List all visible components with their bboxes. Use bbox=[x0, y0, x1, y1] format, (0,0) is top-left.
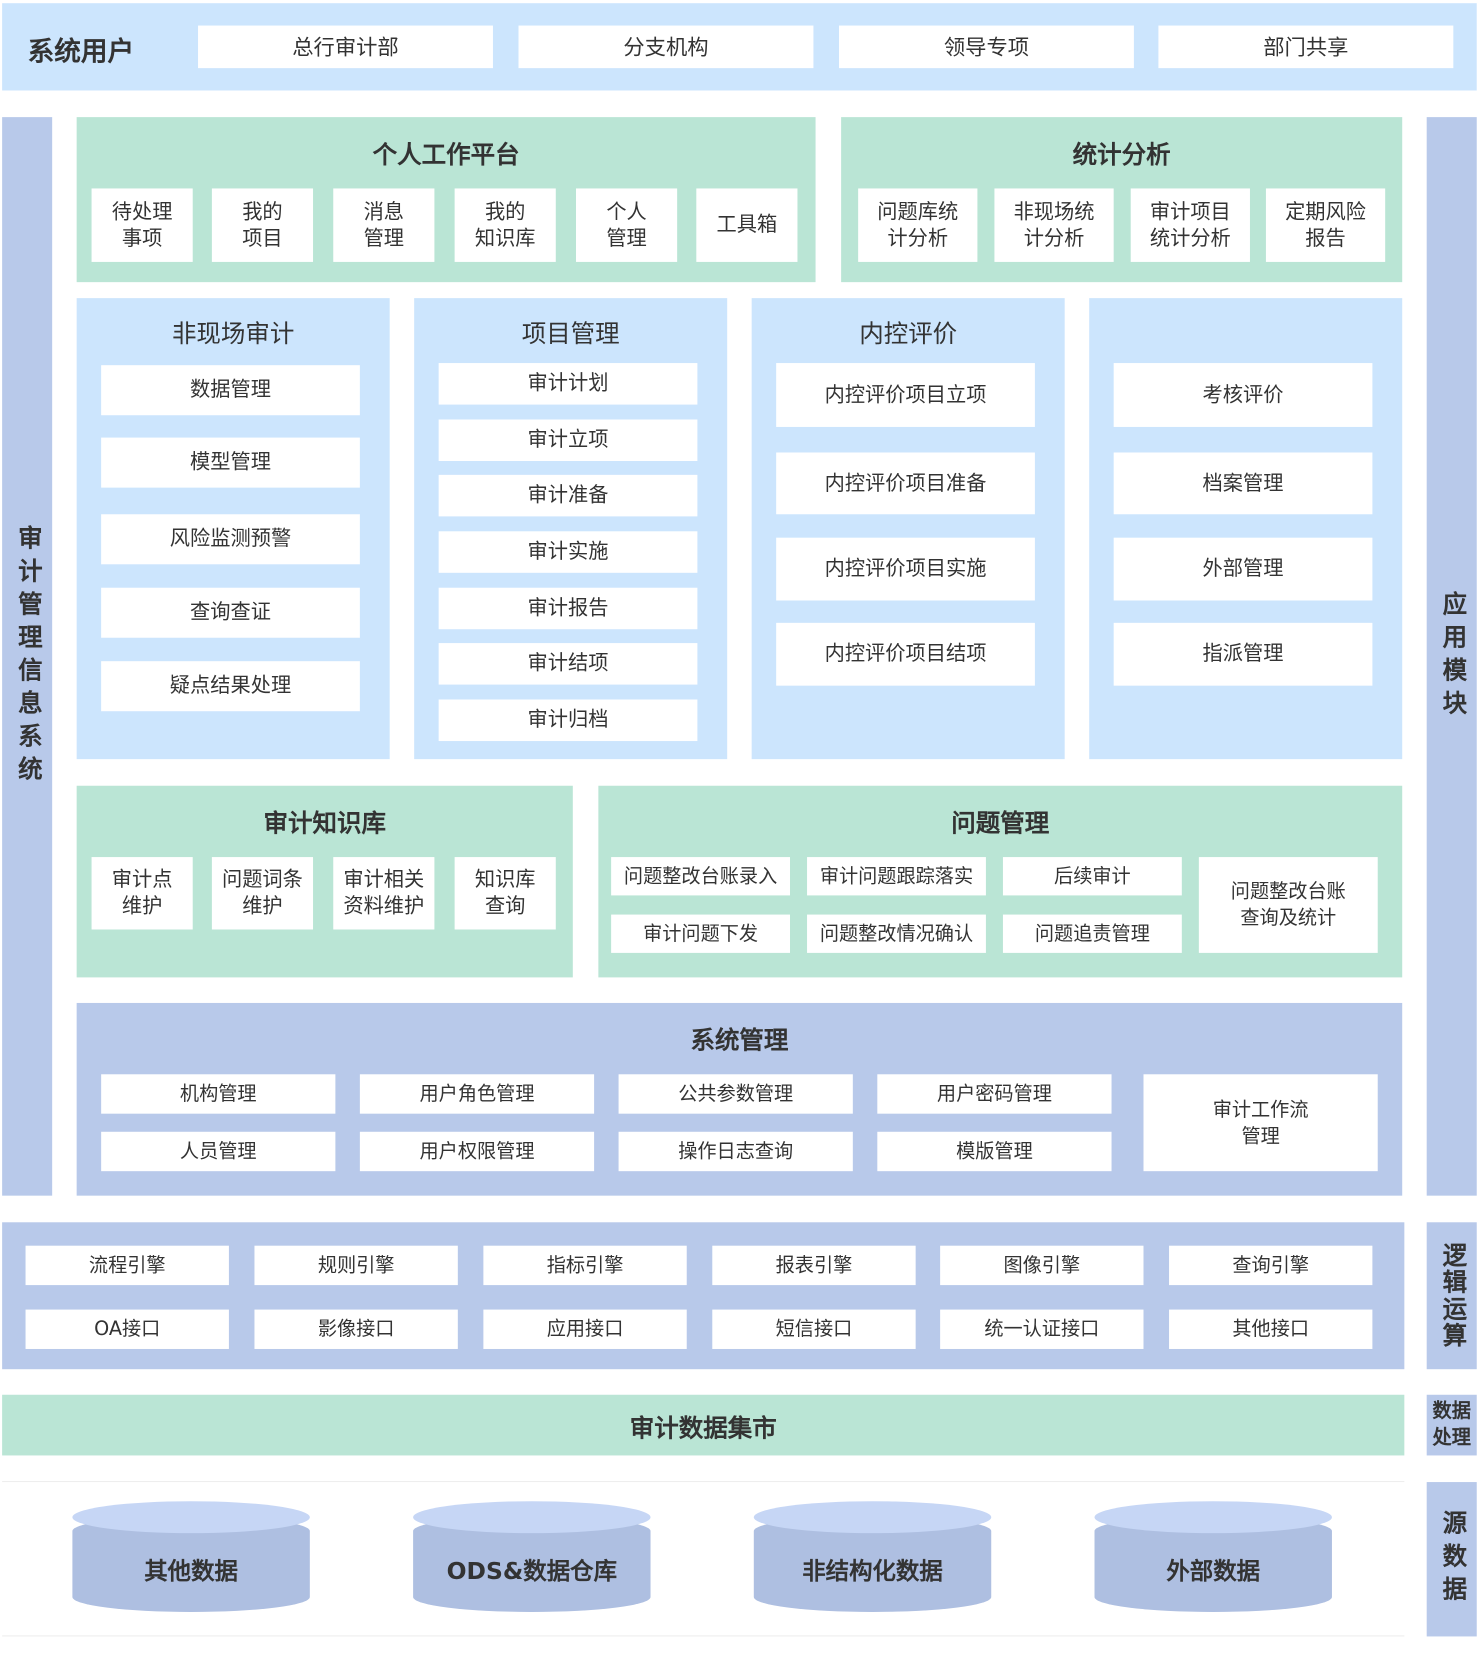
sysmgmt-item[interactable]: 用户权限管理 bbox=[359, 1131, 595, 1172]
internal-control-evaluation-title: 内控评价 bbox=[859, 320, 958, 349]
sysmgmt-item[interactable]: 用户角色管理 bbox=[359, 1074, 595, 1114]
workflow-management[interactable]: 审计工作流 管理 bbox=[1143, 1074, 1378, 1172]
knowledge-item[interactable]: 审计点 维护 bbox=[91, 857, 193, 930]
engine-item[interactable]: 图像引擎 bbox=[940, 1245, 1144, 1286]
sysmgmt-item[interactable]: 用户密码管理 bbox=[877, 1074, 1112, 1114]
sysmgmt-item[interactable]: 操作日志查询 bbox=[618, 1131, 853, 1172]
personal-workbench-title: 个人工作平台 bbox=[372, 141, 520, 170]
personal-item[interactable]: 我的 知识库 bbox=[454, 188, 556, 262]
internal-item[interactable]: 内控评价项目准备 bbox=[776, 452, 1035, 515]
engine-item[interactable]: 报表引擎 bbox=[712, 1245, 916, 1286]
project-item[interactable]: 审计报告 bbox=[438, 587, 698, 630]
user-group-tab[interactable]: 总行审计部 bbox=[198, 25, 493, 69]
personal-item[interactable]: 消息 管理 bbox=[333, 188, 435, 262]
project-item[interactable]: 审计实施 bbox=[438, 531, 698, 573]
internal-item[interactable]: 内控评价项目实施 bbox=[776, 537, 1035, 601]
cylinder-top bbox=[72, 1501, 310, 1534]
other-item[interactable]: 外部管理 bbox=[1113, 537, 1373, 601]
system-users-label: 系统用户 bbox=[27, 36, 135, 68]
side-label-data-processing: 数据处理 bbox=[1426, 1394, 1477, 1456]
data-source-label: 非结构化数据 bbox=[802, 1558, 943, 1586]
issue-item[interactable]: 问题整改台账录入 bbox=[611, 857, 791, 896]
offsite-item[interactable]: 疑点结果处理 bbox=[101, 661, 360, 712]
stats-item[interactable]: 问题库统 计分析 bbox=[858, 188, 978, 262]
issue-item[interactable]: 问题追责管理 bbox=[1002, 914, 1182, 953]
project-item[interactable]: 审计准备 bbox=[438, 474, 698, 517]
other-item[interactable]: 指派管理 bbox=[1113, 622, 1373, 686]
project-item[interactable]: 审计归档 bbox=[438, 699, 698, 742]
offsite-audit-title: 非现场审计 bbox=[171, 320, 295, 349]
statistics-analysis-title: 统计分析 bbox=[1072, 141, 1171, 170]
issue-item[interactable]: 后续审计 bbox=[1002, 857, 1182, 896]
issue-item[interactable]: 问题整改情况确认 bbox=[807, 914, 986, 953]
divider bbox=[2, 1635, 1405, 1637]
personal-item[interactable]: 我的 项目 bbox=[211, 188, 314, 262]
project-item[interactable]: 审计计划 bbox=[438, 363, 698, 405]
sysmgmt-item[interactable]: 模版管理 bbox=[877, 1131, 1112, 1172]
issue-item[interactable]: 审计问题跟踪落实 bbox=[807, 857, 986, 896]
personal-item[interactable]: 待处理 事项 bbox=[91, 188, 193, 262]
data-source-label: ODS&数据仓库 bbox=[446, 1558, 617, 1586]
cylinder-top bbox=[413, 1501, 651, 1534]
data-source-cylinder: 非结构化数据 bbox=[753, 1501, 992, 1612]
data-source-cylinder: ODS&数据仓库 bbox=[413, 1501, 651, 1612]
stats-item[interactable]: 审计项目 统计分析 bbox=[1130, 188, 1250, 262]
internal-item[interactable]: 内控评价项目结项 bbox=[776, 622, 1035, 686]
knowledge-item[interactable]: 知识库 查询 bbox=[454, 857, 556, 930]
user-group-tab[interactable]: 分支机构 bbox=[518, 25, 814, 69]
knowledge-item[interactable]: 审计相关 资料维护 bbox=[333, 857, 435, 930]
system-management-title: 系统管理 bbox=[690, 1027, 789, 1056]
project-management-title: 项目管理 bbox=[521, 320, 620, 349]
other-item[interactable]: 考核评价 bbox=[1113, 363, 1373, 427]
sysmgmt-item[interactable]: 公共参数管理 bbox=[618, 1074, 853, 1114]
internal-item[interactable]: 内控评价项目立项 bbox=[776, 363, 1035, 427]
audit-knowledge-base-title: 审计知识库 bbox=[263, 810, 386, 838]
side-label-logic: 逻辑运算 bbox=[1426, 1222, 1477, 1370]
project-item[interactable]: 审计结项 bbox=[438, 643, 698, 685]
sysmgmt-item[interactable]: 人员管理 bbox=[101, 1131, 336, 1172]
side-label-source-data: 源数据 bbox=[1426, 1482, 1477, 1637]
side-label-system: 审计管理信息系统 bbox=[2, 117, 53, 1196]
offsite-item[interactable]: 查询查证 bbox=[101, 587, 360, 638]
project-item[interactable]: 审计立项 bbox=[438, 419, 698, 462]
data-source-label: 其他数据 bbox=[144, 1558, 238, 1586]
stats-item[interactable]: 定期风险 报告 bbox=[1265, 188, 1386, 262]
issue-item[interactable]: 审计问题下发 bbox=[611, 914, 791, 953]
audit-datamart: 审计数据集市 bbox=[2, 1394, 1405, 1456]
sysmgmt-item[interactable]: 机构管理 bbox=[101, 1074, 336, 1114]
cylinder-top bbox=[753, 1501, 992, 1534]
divider bbox=[2, 1480, 1405, 1483]
other-item[interactable]: 档案管理 bbox=[1113, 452, 1373, 515]
engine-item[interactable]: 指标引擎 bbox=[483, 1245, 687, 1286]
interface-item[interactable]: 影像接口 bbox=[254, 1309, 458, 1349]
interface-item[interactable]: 统一认证接口 bbox=[940, 1309, 1144, 1349]
user-group-tab[interactable]: 领导专项 bbox=[838, 25, 1134, 69]
offsite-item[interactable]: 数据管理 bbox=[101, 365, 360, 416]
personal-workbench bbox=[76, 117, 816, 283]
engine-item[interactable]: 规则引擎 bbox=[254, 1245, 458, 1286]
offsite-item[interactable]: 模型管理 bbox=[101, 437, 360, 488]
interface-item[interactable]: 其他接口 bbox=[1169, 1309, 1373, 1349]
data-source-cylinder: 其他数据 bbox=[72, 1501, 310, 1612]
cylinder-top bbox=[1094, 1501, 1332, 1534]
personal-item[interactable]: 个人 管理 bbox=[576, 188, 678, 262]
personal-item[interactable]: 工具箱 bbox=[696, 188, 798, 262]
stats-item[interactable]: 非现场统 计分析 bbox=[994, 188, 1114, 262]
engine-item[interactable]: 流程引擎 bbox=[25, 1245, 229, 1286]
issue-ledger-query[interactable]: 问题整改台账 查询及统计 bbox=[1198, 857, 1378, 953]
user-group-tab[interactable]: 部门共享 bbox=[1158, 25, 1454, 69]
side-label-app: 应用模块 bbox=[1426, 117, 1477, 1196]
interface-item[interactable]: OA接口 bbox=[25, 1309, 229, 1349]
data-source-cylinder: 外部数据 bbox=[1094, 1501, 1332, 1612]
data-source-label: 外部数据 bbox=[1166, 1558, 1261, 1586]
engine-item[interactable]: 查询引擎 bbox=[1169, 1245, 1373, 1286]
interface-item[interactable]: 短信接口 bbox=[712, 1309, 916, 1349]
issue-management-title: 问题管理 bbox=[951, 810, 1050, 838]
offsite-item[interactable]: 风险监测预警 bbox=[101, 514, 360, 565]
interface-item[interactable]: 应用接口 bbox=[483, 1309, 687, 1349]
knowledge-item[interactable]: 问题词条 维护 bbox=[211, 857, 314, 930]
